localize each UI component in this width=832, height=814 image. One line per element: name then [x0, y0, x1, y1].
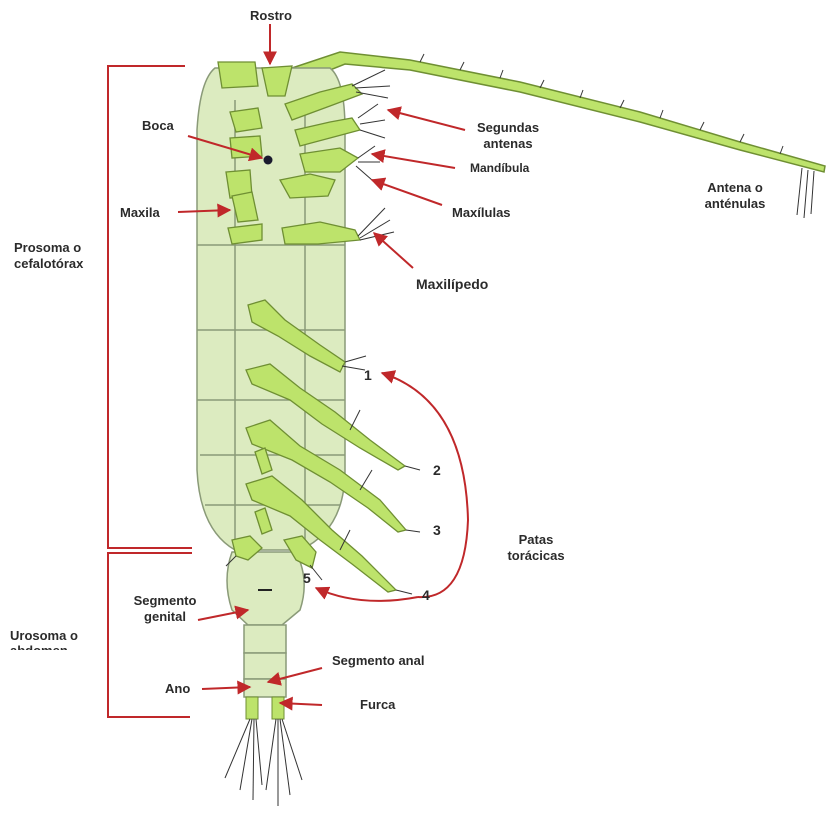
- label-prosoma: Prosoma o cefalotórax: [14, 240, 83, 272]
- label-furca: Furca: [360, 697, 395, 713]
- leg-number-2: 2: [433, 462, 441, 478]
- label-segundas-antenas: Segundas antenas: [458, 120, 558, 152]
- prosoma-bracket: [108, 66, 192, 548]
- label-antena: Antena o anténulas: [685, 180, 785, 212]
- label-rostro: Rostro: [236, 8, 306, 24]
- leg-number-3: 3: [433, 522, 441, 538]
- mouth-dot: [264, 156, 273, 165]
- label-maxilipedo: Maxilípedo: [416, 276, 488, 292]
- furca: [225, 697, 302, 806]
- leg-number-5: 5: [303, 570, 311, 586]
- label-segmento-anal: Segmento anal: [332, 653, 424, 669]
- label-mandibula: Mandíbula: [470, 160, 529, 176]
- leg-number-4: 4: [422, 587, 430, 603]
- label-maxilulas: Maxílulas: [452, 205, 511, 221]
- leg-number-1: 1: [364, 367, 372, 383]
- label-maxila: Maxila: [120, 205, 160, 221]
- label-boca: Boca: [142, 118, 174, 134]
- label-urosoma: Urosoma o abdomen: [10, 628, 78, 650]
- label-segmento-genital: Segmento genital: [120, 593, 210, 625]
- label-patas-toracicas: Patas torácicas: [486, 532, 586, 564]
- label-ano: Ano: [165, 681, 190, 697]
